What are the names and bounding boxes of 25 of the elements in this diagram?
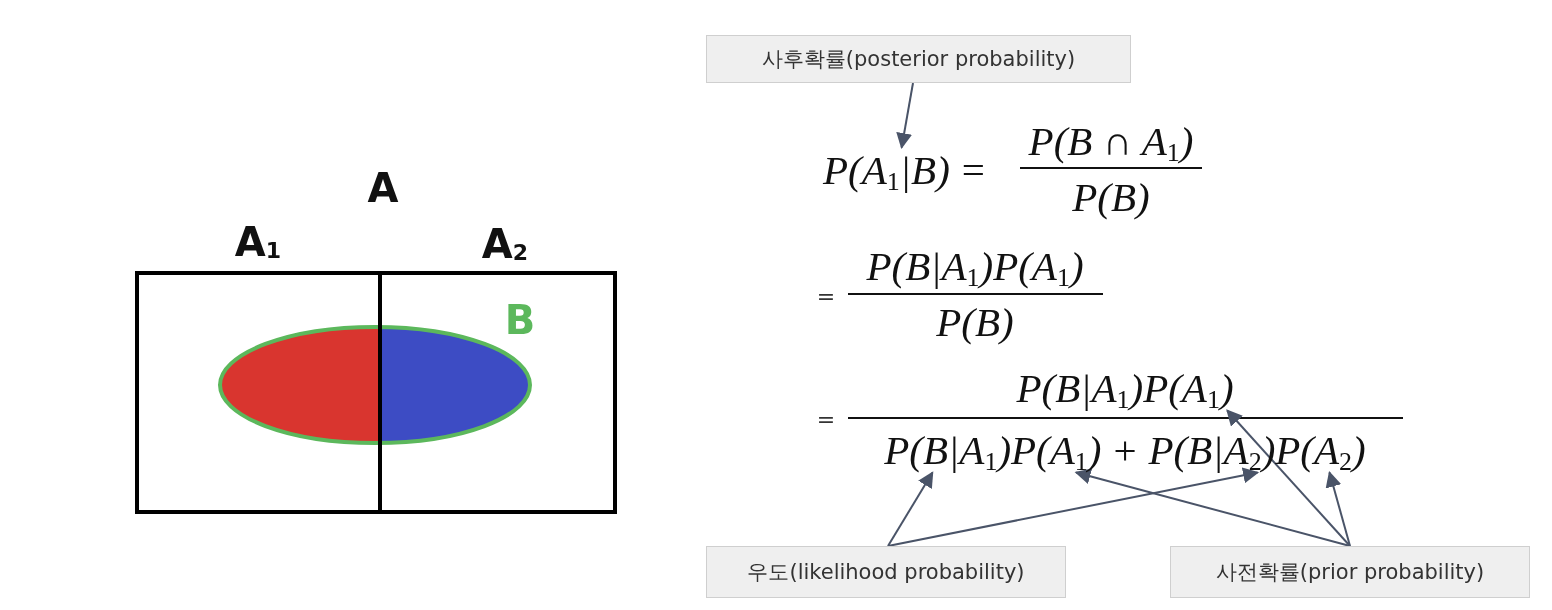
callout-box: 우도(likelihood probability)	[706, 546, 1066, 598]
callout-box: 사전확률(prior probability)	[1170, 546, 1530, 598]
plus-sign: +	[1113, 429, 1137, 471]
arrow	[896, 82, 914, 150]
arrow	[1325, 470, 1351, 547]
formula-text: P(B)	[936, 301, 1014, 343]
arrow	[887, 467, 1260, 547]
equals-sign: =	[961, 149, 985, 191]
set-label: A	[367, 166, 399, 210]
equals-sign: =	[816, 409, 836, 431]
formula-term: P(B|A$_{1}$)	[884, 429, 1012, 471]
callout-box: 사후확률(posterior probability)	[706, 35, 1131, 83]
formula-term: P(A$_{1}$|B)	[823, 149, 950, 191]
equals-sign: =	[816, 286, 836, 308]
arrow	[1074, 468, 1351, 547]
formula-term: P(A$_{1}$)	[1011, 429, 1102, 471]
arrow	[1226, 409, 1351, 547]
arrow	[887, 471, 934, 547]
formula-term: P(A$_{1}$)	[1143, 367, 1234, 409]
formula-text: P(B ∩ A$_{1}$)	[1028, 120, 1194, 162]
formula-text: P(B|A$_{1}$)	[1016, 367, 1144, 409]
set-label: B	[504, 298, 536, 342]
formula-text: P(B)	[1072, 176, 1150, 218]
formula-term: P(A$_{2}$)	[1275, 429, 1366, 471]
formula-text: P(B|A$_{1}$)P(A$_{1}$)	[866, 245, 1084, 287]
